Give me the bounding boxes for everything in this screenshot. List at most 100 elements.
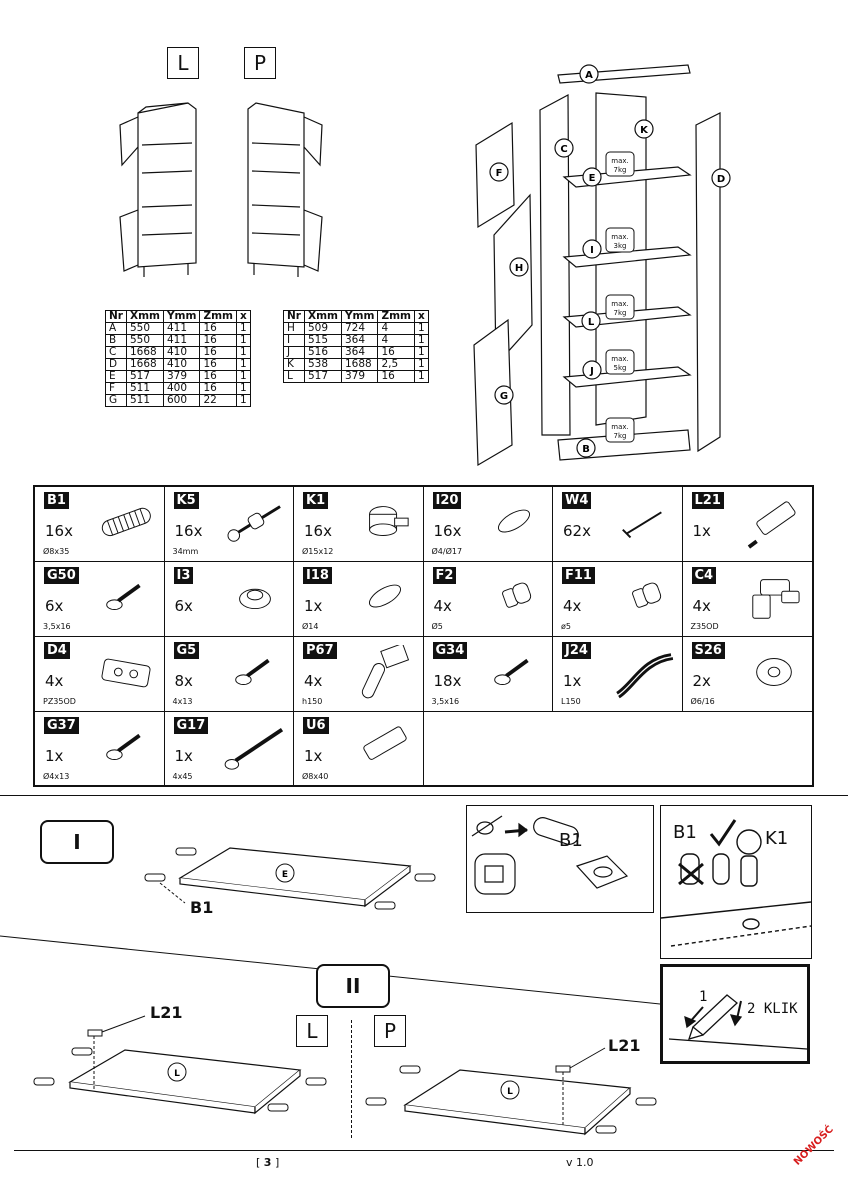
part-label-f: F	[496, 168, 503, 179]
part-label-g: G	[500, 391, 508, 402]
part-dimension: ø5	[561, 622, 571, 631]
table-right-cell: 1	[413, 322, 429, 335]
part-label-circle	[711, 168, 731, 188]
table-right-cell: 364	[340, 346, 379, 359]
part-code: W4	[562, 492, 592, 509]
connector-bolt-icon	[227, 505, 281, 542]
table-left-cell: 411	[162, 334, 201, 347]
shelf-pin-icon	[502, 582, 532, 608]
table-left-cell: C	[105, 346, 127, 359]
washer-icon	[756, 658, 792, 686]
part-quantity: 16x	[45, 522, 73, 540]
table-right-header: Xmm	[303, 310, 342, 323]
part-dimension: 3,5x16	[431, 697, 460, 706]
cabinet-left-drawing	[119, 102, 197, 277]
part-code: D4	[44, 642, 70, 659]
table-right-header: Nr	[283, 310, 305, 323]
part-dimension: Ø5	[431, 622, 443, 631]
step-1-board-label: E	[282, 870, 288, 880]
part-quantity: 1x	[563, 672, 582, 690]
table-right-header: x	[413, 310, 429, 323]
table-left-cell: 400	[162, 382, 201, 395]
table-right-cell: 724	[340, 322, 379, 335]
table-right-cell: K	[283, 358, 305, 371]
table-left-header: Xmm	[125, 310, 164, 323]
table-left-cell: 517	[125, 370, 164, 383]
page-number: [ 3 ]	[256, 1156, 279, 1169]
part-quantity: 1x	[304, 597, 323, 615]
part-label-circle	[634, 119, 654, 139]
step-2-part-label-right: L21	[608, 1036, 641, 1055]
table-left-cell: 1668	[125, 358, 164, 371]
part-label-j: J	[589, 366, 594, 377]
table-right-cell: 538	[303, 358, 342, 371]
part-quantity: 4x	[563, 597, 582, 615]
part-dimension: Ø15x12	[302, 547, 334, 556]
part-label-h: H	[515, 263, 523, 274]
part-quantity: 8x	[174, 672, 193, 690]
table-right-cell: 379	[340, 370, 379, 383]
table-left-cell: 511	[125, 382, 164, 395]
part-quantity: 4x	[692, 597, 711, 615]
table-right-cell: 1	[413, 358, 429, 371]
table-left-header: Zmm	[199, 310, 237, 323]
step-1-board-drawing: E	[144, 847, 436, 910]
step-2-board-left: L	[33, 1015, 327, 1115]
new-badge: NOWOŚĆ	[792, 1123, 836, 1168]
cabinet-right-drawing	[247, 102, 323, 277]
part-code: G37	[44, 717, 79, 734]
part-label-b: B	[582, 444, 590, 455]
table-left-cell: 16	[199, 346, 237, 359]
part-dimension: Ø4/Ø17	[431, 547, 463, 556]
table-left-cell: 550	[125, 322, 164, 335]
strip-icon	[615, 653, 673, 699]
table-left-cell: 1	[235, 394, 251, 407]
table-right-cell: 1688	[340, 358, 379, 371]
table-left-cell: 16	[199, 334, 237, 347]
part-code: I3	[173, 567, 194, 584]
table-right-cell: J	[283, 346, 305, 359]
screw-icon	[105, 733, 141, 761]
table-left-cell: D	[105, 358, 127, 371]
screw-icon	[235, 658, 270, 686]
version: v 1.0	[566, 1156, 594, 1169]
part-dimension: Z35OD	[690, 622, 719, 631]
hinge-icon	[752, 579, 800, 619]
weight-4-l2: 5kg	[614, 364, 627, 372]
part-code: I20	[432, 492, 462, 509]
pad-icon	[497, 509, 531, 533]
table-right-cell: 2,5	[377, 358, 415, 371]
part-code: S26	[691, 642, 725, 659]
table-left-cell: F	[105, 382, 127, 395]
parts-empty-area	[424, 712, 813, 787]
table-right-cell: 515	[303, 334, 342, 347]
push-latch-icon	[747, 501, 796, 549]
part-code: L21	[691, 492, 724, 509]
part-label-circle	[582, 167, 602, 187]
weight-5-l2: 7kg	[614, 432, 627, 440]
table-right-cell: 364	[340, 334, 379, 347]
part-quantity: 62x	[563, 522, 591, 540]
table-left-cell: E	[105, 370, 127, 383]
part-code: F11	[562, 567, 595, 584]
screw-icon	[494, 658, 529, 686]
table-right-header: Ymm	[340, 310, 379, 323]
page-close: ]	[271, 1156, 280, 1169]
step-2-variant-right: P	[374, 1015, 406, 1047]
table-left-cell: 1	[235, 370, 251, 383]
table-left-cell: 550	[125, 334, 164, 347]
part-code: P67	[303, 642, 337, 659]
